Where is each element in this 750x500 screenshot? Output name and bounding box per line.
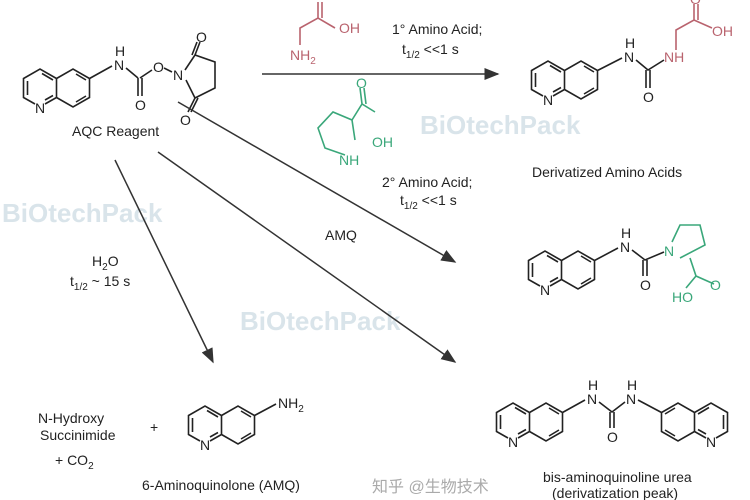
atom-label: OH (712, 23, 733, 39)
atom-label: H (115, 43, 125, 59)
atom-label: O (710, 277, 721, 293)
watermark-text: BiOtechPack (420, 110, 581, 140)
aqc-reagent-structure: N N H O O N O O (22, 29, 216, 128)
atom-label: N (620, 239, 630, 255)
atom-label: H (621, 225, 631, 241)
bis-urea-label: bis-aminoquinoline urea (543, 469, 692, 485)
watermark-text: BiOtechPack (240, 306, 401, 336)
atom-label: N (35, 100, 45, 116)
aqc-reagent-label: AQC Reagent (72, 123, 159, 139)
atom-label: OH (339, 20, 360, 36)
atom-label: NH2 (278, 395, 304, 415)
atom-label: O (135, 97, 146, 113)
atom-label: H (625, 35, 635, 51)
watermark-credit: 知乎 @生物技术 (372, 478, 489, 496)
atom-label: HO (672, 289, 693, 305)
atom-label: O (356, 75, 367, 91)
atom-label: N (543, 92, 553, 108)
primary-amino-acid-label: 1° Amino Acid; (392, 21, 482, 37)
atom-label: N (508, 434, 518, 450)
atom-label: N (664, 243, 674, 259)
secondary-amino-acid-structure: O OH NH (317, 75, 393, 168)
atom-label: N (114, 57, 124, 73)
atom-label: O (196, 29, 207, 45)
atom-label: OH (372, 134, 393, 150)
reaction-arrow-hydrolysis (114, 159, 214, 364)
derivatized-secondary-product: N N H O N O HO (527, 224, 721, 305)
primary-amino-acid-structure: OH NH2 (290, 2, 360, 67)
secondary-half-life: t1/2 <<1 s (400, 192, 457, 212)
byproduct-label: N-Hydroxy (38, 410, 104, 426)
atom-label: O (690, 0, 701, 7)
amq-structure: N NH2 (187, 395, 304, 453)
secondary-amino-acid-label: 2° Amino Acid; (382, 174, 472, 190)
atom-label: O (180, 112, 191, 128)
atom-label: N (540, 282, 550, 298)
byproduct-label: Succinimide (40, 427, 116, 443)
atom-label: NH (664, 49, 684, 65)
derivatized-primary-product: N N H O NH OH O (530, 0, 733, 108)
primary-half-life: t1/2 <<1 s (402, 41, 459, 61)
reaction-arrow-secondary (177, 101, 457, 263)
water-label: H2O (92, 253, 119, 273)
reaction-arrow-amq (157, 151, 457, 363)
atom-label: H (588, 377, 598, 393)
atom-label: N (624, 49, 634, 65)
watermark-text: BiOtechPack (2, 198, 163, 228)
atom-label: N (587, 391, 597, 407)
atom-label: H (627, 377, 637, 393)
atom-label: N (626, 391, 636, 407)
bis-aminoquinoline-urea-structure: N N H O N H N (495, 377, 729, 450)
atom-label: N (173, 67, 183, 83)
derivatized-amino-acids-label: Derivatized Amino Acids (532, 164, 682, 180)
atom-label: NH2 (290, 47, 316, 67)
atom-label: N (706, 434, 716, 450)
plus-sign: + (150, 419, 158, 435)
atom-label: O (607, 429, 618, 445)
atom-label: NH (339, 152, 359, 168)
co2-label: + CO2 (55, 452, 94, 472)
amq-arrow-label: AMQ (325, 227, 357, 243)
atom-label: O (643, 89, 654, 105)
hydrolysis-half-life: t1/2 ~ 15 s (70, 273, 130, 293)
bis-urea-sublabel: (derivatization peak) (552, 485, 678, 500)
atom-label: O (640, 277, 651, 293)
amq-label: 6-Aminoquinolone (AMQ) (142, 477, 300, 493)
atom-label: O (153, 59, 164, 75)
atom-label: N (200, 437, 210, 453)
